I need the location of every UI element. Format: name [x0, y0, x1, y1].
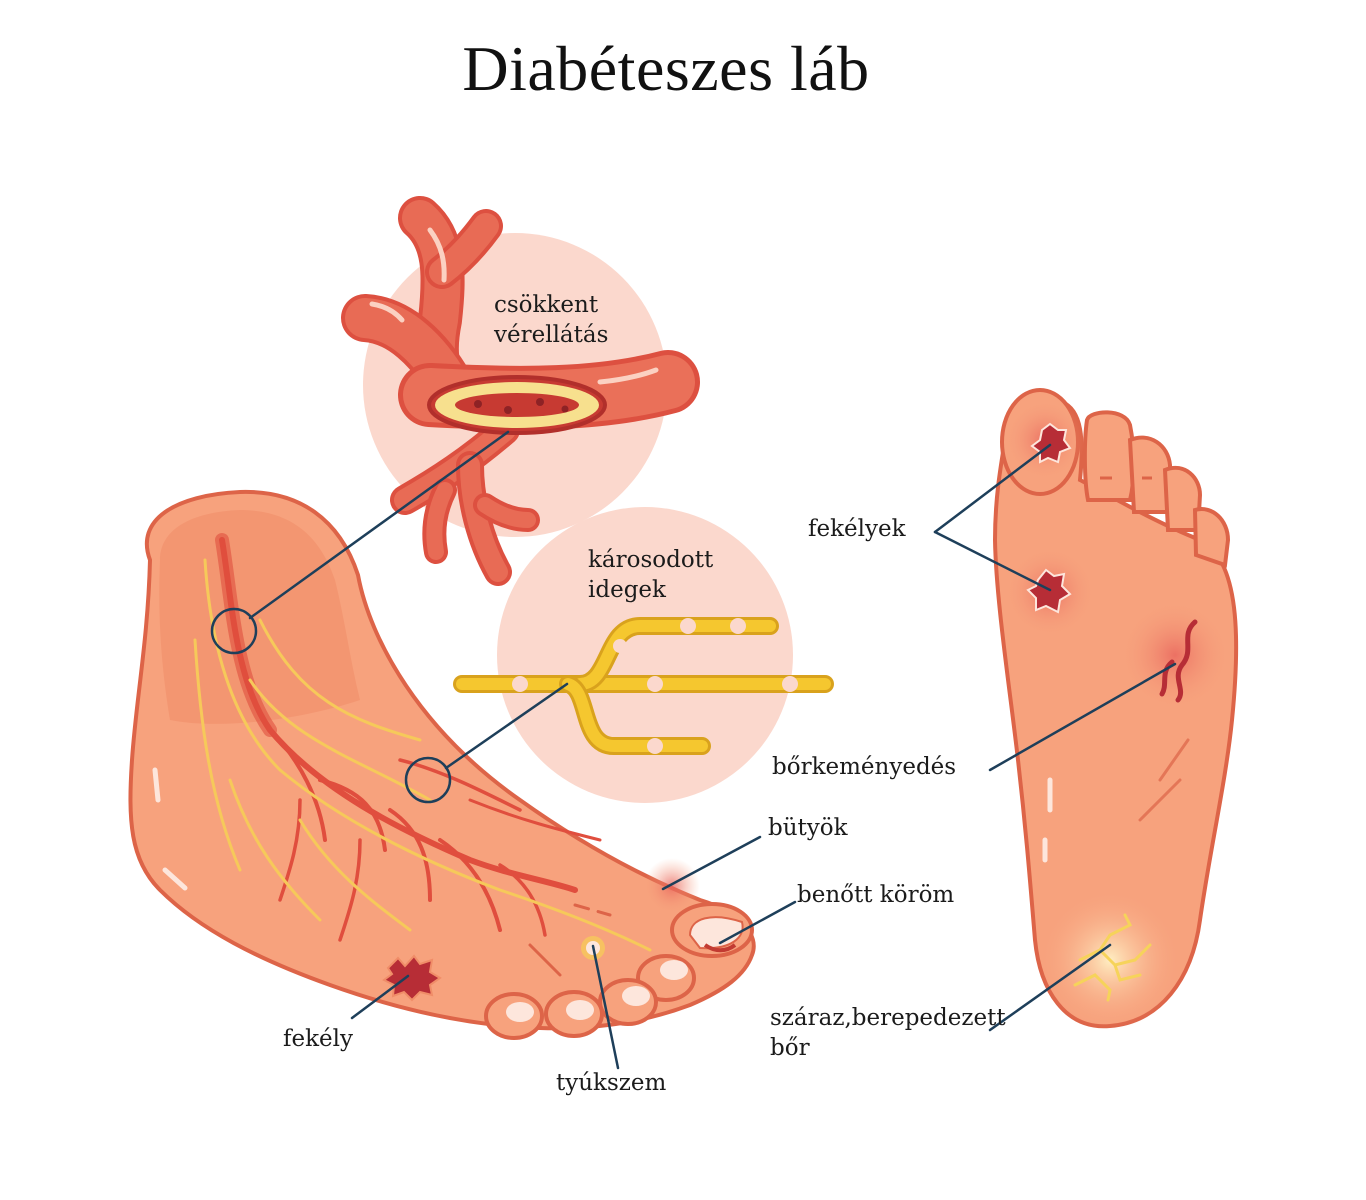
- label-callus: bőrkeményedés: [772, 754, 957, 780]
- label-blood-supply: csökkent vérellátás: [494, 292, 609, 348]
- leader-lines: [248, 430, 1177, 1070]
- label-nerves: károsodott idegek: [588, 547, 714, 603]
- nerve-bubble: [497, 507, 793, 803]
- label-ulcers: fekélyek: [808, 516, 906, 542]
- label-bunion: bütyök: [768, 815, 848, 841]
- label-corn: tyúkszem: [556, 1070, 667, 1096]
- label-ingrown-nail: benőtt köröm: [797, 882, 955, 908]
- label-dry-skin: száraz,berepedezett bőr: [770, 1005, 1006, 1061]
- blood-vessel-illustration: [341, 196, 700, 586]
- side-foot-illustration: [128, 489, 756, 1040]
- label-ulcer: fekély: [283, 1026, 354, 1052]
- sole-foot-illustration: [992, 388, 1239, 1030]
- page-title: Diabéteszes láb: [462, 33, 870, 104]
- nerve-illustration: [453, 617, 834, 755]
